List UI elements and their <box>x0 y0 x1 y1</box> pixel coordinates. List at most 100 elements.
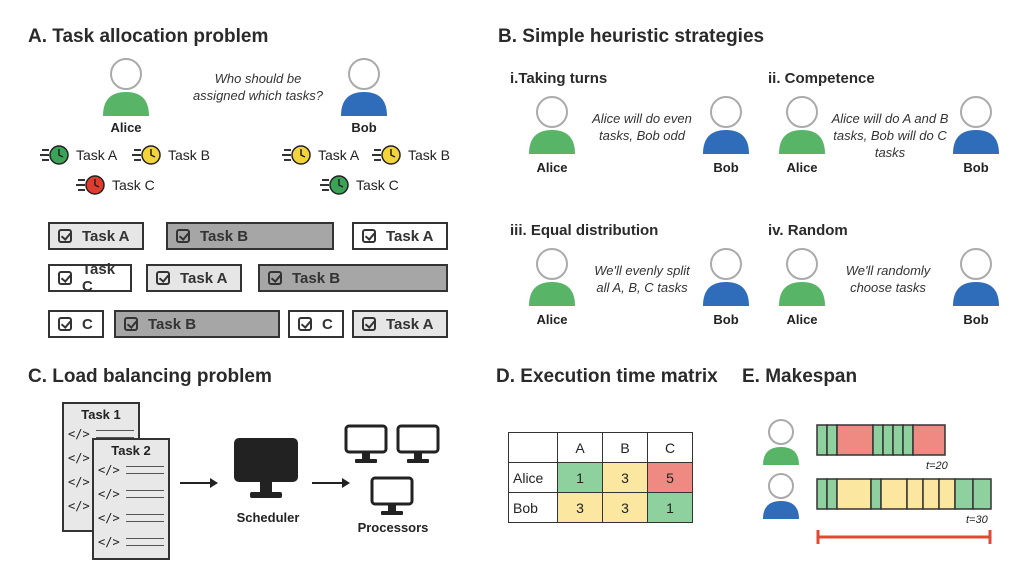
alice-avatar-icon <box>529 96 575 154</box>
panel-d-title: D. Execution time matrix <box>496 366 718 387</box>
alice-avatar-icon <box>763 419 799 465</box>
medium-clock-icon <box>282 145 311 165</box>
code-icon: </> <box>68 499 90 513</box>
bob-avatar-icon <box>341 58 387 116</box>
bob-avatar-icon <box>953 96 999 154</box>
bob-label: Bob <box>713 312 739 327</box>
checkbox-icon <box>58 229 72 243</box>
bob-schedule-bar <box>816 478 992 510</box>
medium-clock-icon <box>372 145 401 165</box>
code-icon: </> <box>68 451 90 465</box>
bob-label: Bob <box>351 120 377 135</box>
alice-schedule-bar <box>816 424 946 456</box>
allocation-question: Who should be assigned which tasks? <box>192 71 324 103</box>
matrix-col-header: B <box>602 432 648 463</box>
strategy-competence-title: ii. Competence <box>768 70 875 87</box>
strategy-random-title: iv. Random <box>768 222 848 239</box>
bob-task-a: Task A <box>318 147 360 163</box>
bob-avatar-icon <box>763 473 799 519</box>
fast-clock-icon <box>40 145 69 165</box>
panel-b-title: B. Simple heuristic strategies <box>498 26 765 47</box>
bob-avatar-icon <box>953 248 999 306</box>
strategy-taking-turns-title: i.Taking turns <box>510 70 608 87</box>
bob-label: Bob <box>963 160 989 175</box>
strategy-text: We'll evenly split all A, B, C tasks <box>594 263 690 295</box>
matrix-row-header: Alice <box>508 462 558 493</box>
medium-clock-icon <box>132 145 161 165</box>
bob-task-b: Task B <box>408 147 451 163</box>
task-box: Task B <box>258 264 448 292</box>
scheduler-label: Scheduler <box>236 510 300 525</box>
processor-monitor-icon <box>396 424 440 463</box>
task-box: C <box>48 310 104 338</box>
alice-avatar-icon <box>103 58 149 116</box>
checkbox-icon <box>176 229 190 243</box>
alice-label: Alice <box>110 120 142 135</box>
task1-label: Task 1 <box>81 407 121 422</box>
strategy-equal-distribution-title: iii. Equal distribution <box>510 222 659 239</box>
alice-task-a: Task A <box>76 147 118 163</box>
code-icon: </> <box>98 511 120 525</box>
alice-avatar-icon <box>779 248 825 306</box>
slow-clock-icon <box>76 175 105 195</box>
task-box: Task B <box>166 222 334 250</box>
matrix-cell: 3 <box>602 462 648 493</box>
task-box: Task A <box>352 310 448 338</box>
code-icon: </> <box>98 487 120 501</box>
checkbox-icon <box>298 317 312 331</box>
bob-task-c: Task C <box>356 177 399 193</box>
alice-label: Alice <box>536 312 568 327</box>
fast-clock-icon <box>320 175 349 195</box>
task-box: Task A <box>352 222 448 250</box>
matrix-col-header: C <box>647 432 693 463</box>
alice-avatar-icon <box>529 248 575 306</box>
matrix-cell: 1 <box>557 462 603 493</box>
alice-avatar-icon <box>779 96 825 154</box>
matrix-row-header: Bob <box>508 492 558 523</box>
alice-label: Alice <box>786 160 818 175</box>
code-icon: </> <box>68 475 90 489</box>
task2-label: Task 2 <box>111 443 151 458</box>
code-icon: </> <box>98 463 120 477</box>
scheduler-monitor-icon <box>234 438 298 498</box>
task-box: C <box>288 310 344 338</box>
matrix-cell: 3 <box>602 492 648 523</box>
processors-label: Processors <box>357 520 429 535</box>
panel-e-title: E. Makespan <box>742 366 858 387</box>
bob-avatar-icon <box>703 248 749 306</box>
checkbox-icon <box>58 317 72 331</box>
matrix-cell: 1 <box>647 492 693 523</box>
checkbox-icon <box>268 271 282 285</box>
matrix-cell: 5 <box>647 462 693 493</box>
code-icon: </> <box>68 427 90 441</box>
alice-task-c: Task C <box>112 177 155 193</box>
checkbox-icon <box>124 317 138 331</box>
panel-a-title: A. Task allocation problem <box>28 26 269 47</box>
processor-monitor-icon <box>370 476 414 515</box>
panel-c-title: C. Load balancing problem <box>28 366 272 387</box>
checkbox-icon <box>362 317 376 331</box>
task-box: Task C <box>48 261 132 295</box>
bob-label: Bob <box>963 312 989 327</box>
task-box: Task A <box>146 264 242 292</box>
arrow-right-icon <box>180 478 218 488</box>
bob-label: Bob <box>713 160 739 175</box>
matrix-cell: 3 <box>557 492 603 523</box>
strategy-text: Alice will do A and B tasks, Bob will do… <box>831 111 949 160</box>
alice-task-b: Task B <box>168 147 211 163</box>
execution-time-matrix: A B C Alice 1 3 5 Bob 3 3 1 <box>508 432 693 523</box>
checkbox-icon <box>362 229 376 243</box>
makespan-range-bar <box>816 530 992 544</box>
alice-label: Alice <box>536 160 568 175</box>
bob-avatar-icon <box>703 96 749 154</box>
arrow-right-icon <box>312 478 350 488</box>
checkbox-icon <box>156 271 170 285</box>
checkbox-icon <box>58 271 72 285</box>
strategy-text: We'll randomly choose tasks <box>845 263 931 295</box>
code-icon: </> <box>98 535 120 549</box>
task-box: Task B <box>114 310 280 338</box>
bob-makespan-label: t=30 <box>966 514 988 526</box>
matrix-corner <box>508 432 558 463</box>
matrix-col-header: A <box>557 432 603 463</box>
task-document-2: Task 2 </> </> </> </> <box>92 438 170 560</box>
